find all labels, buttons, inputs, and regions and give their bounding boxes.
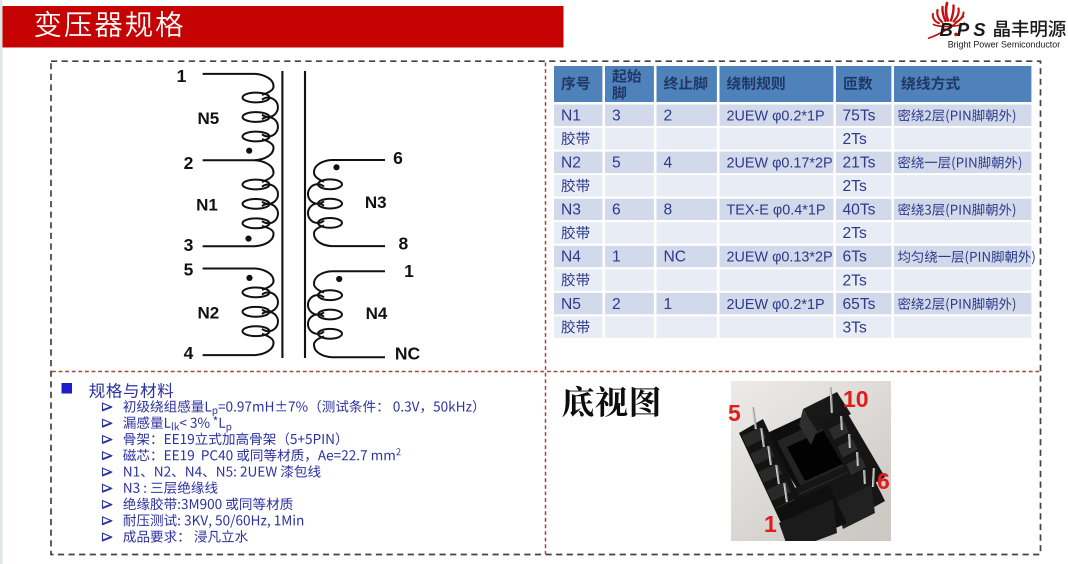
svg-text:2: 2 bbox=[184, 153, 194, 173]
svg-text:8: 8 bbox=[664, 202, 673, 219]
svg-text:2: 2 bbox=[612, 296, 621, 313]
svg-text:6: 6 bbox=[612, 202, 621, 219]
svg-text:5: 5 bbox=[184, 259, 194, 279]
svg-text:1: 1 bbox=[764, 511, 777, 537]
svg-text:3Ts: 3Ts bbox=[843, 319, 867, 336]
svg-text:65Ts: 65Ts bbox=[843, 296, 876, 313]
svg-text:BPS: BPS bbox=[940, 19, 990, 40]
svg-text:2: 2 bbox=[664, 107, 673, 124]
svg-text:N4: N4 bbox=[561, 249, 581, 266]
svg-text:3: 3 bbox=[612, 107, 621, 124]
svg-text:5: 5 bbox=[728, 400, 741, 426]
svg-text:N2: N2 bbox=[198, 303, 220, 322]
svg-text:10: 10 bbox=[843, 386, 869, 412]
svg-text:4: 4 bbox=[184, 343, 194, 363]
svg-text:8: 8 bbox=[399, 234, 409, 254]
svg-text:TEX-E φ0.4*1P: TEX-E φ0.4*1P bbox=[727, 203, 826, 219]
svg-text:NC: NC bbox=[664, 249, 687, 266]
svg-text:1: 1 bbox=[612, 249, 621, 266]
svg-text:N1: N1 bbox=[196, 195, 218, 214]
svg-text:1: 1 bbox=[664, 296, 673, 313]
svg-text:2UEW φ0.2*1P: 2UEW φ0.2*1P bbox=[727, 297, 825, 313]
svg-text:2Ts: 2Ts bbox=[843, 131, 867, 148]
svg-text:N4: N4 bbox=[366, 304, 388, 323]
svg-text:2Ts: 2Ts bbox=[843, 178, 867, 195]
svg-text:N2: N2 bbox=[561, 155, 581, 172]
svg-text:6: 6 bbox=[877, 468, 890, 494]
svg-text:2Ts: 2Ts bbox=[843, 272, 867, 289]
svg-text:N3: N3 bbox=[561, 202, 581, 219]
svg-text:2UEW φ0.17*2P: 2UEW φ0.17*2P bbox=[727, 156, 833, 172]
svg-text:N3: N3 bbox=[365, 193, 387, 212]
svg-text:NC: NC bbox=[395, 344, 421, 364]
svg-text:2UEW φ0.2*1P: 2UEW φ0.2*1P bbox=[727, 108, 825, 124]
svg-text:6Ts: 6Ts bbox=[843, 249, 867, 266]
svg-text:21Ts: 21Ts bbox=[843, 155, 876, 172]
svg-text:N5: N5 bbox=[561, 296, 581, 313]
svg-text:3: 3 bbox=[184, 235, 194, 255]
svg-text:40Ts: 40Ts bbox=[843, 202, 876, 219]
svg-text:6: 6 bbox=[393, 148, 403, 168]
svg-text:4: 4 bbox=[664, 155, 673, 172]
svg-text:N1: N1 bbox=[561, 107, 581, 124]
svg-text:1: 1 bbox=[177, 66, 187, 86]
svg-text:Bright Power Semiconductor: Bright Power Semiconductor bbox=[948, 40, 1061, 50]
svg-text:75Ts: 75Ts bbox=[843, 107, 876, 124]
svg-text:2Ts: 2Ts bbox=[843, 225, 867, 242]
svg-text:2UEW φ0.13*2P: 2UEW φ0.13*2P bbox=[727, 250, 833, 266]
svg-text:N5: N5 bbox=[198, 109, 220, 128]
svg-text:1: 1 bbox=[404, 261, 414, 281]
svg-text:5: 5 bbox=[612, 155, 621, 172]
